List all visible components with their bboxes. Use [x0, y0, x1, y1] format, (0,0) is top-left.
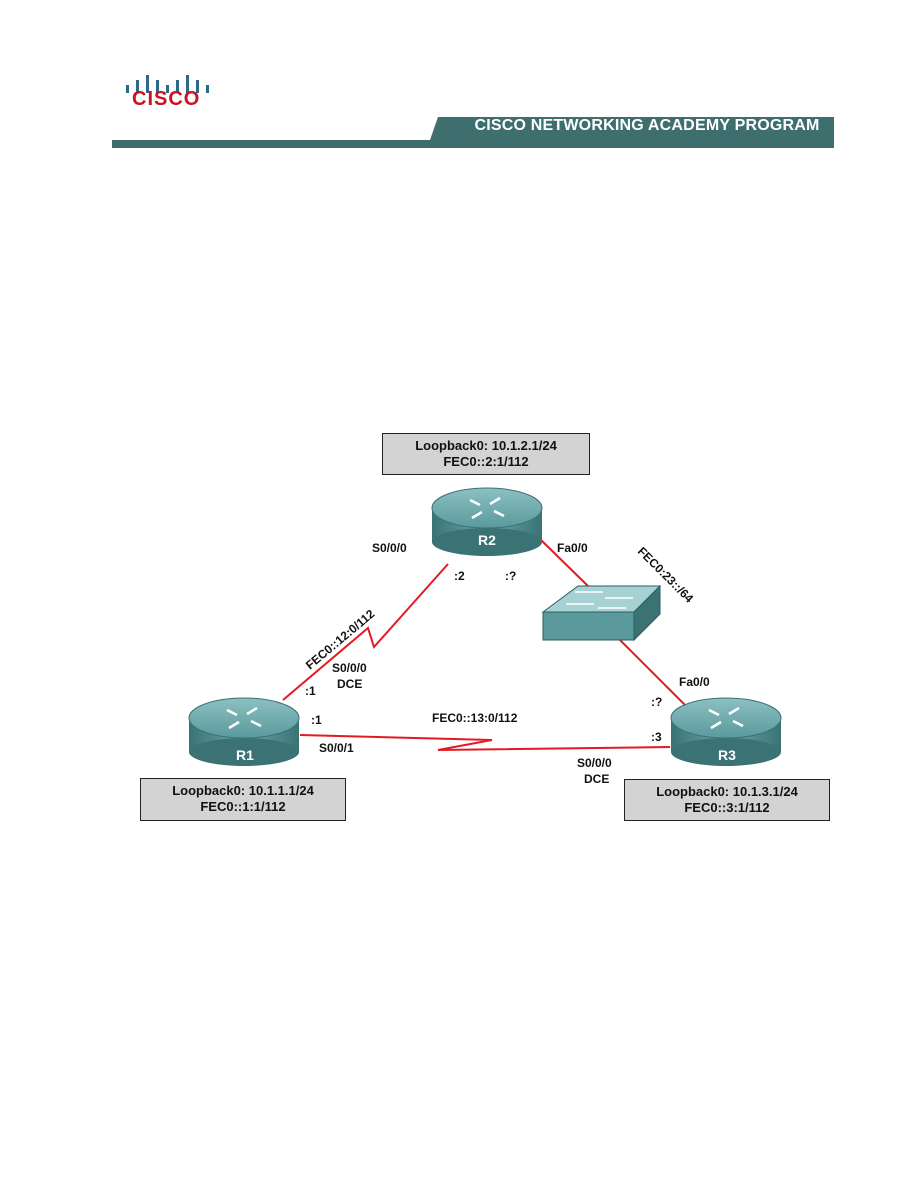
r2-fastethernet-interface-label: Fa0/0 — [557, 541, 588, 555]
r1-loopback-box: Loopback0: 10.1.1.1/24 FEC0::1:1/112 — [140, 778, 346, 821]
router-r3-name: R3 — [718, 747, 736, 763]
r3-serial-host-label: :3 — [651, 730, 662, 744]
header-bar — [112, 117, 834, 148]
r3-fastethernet-host-label: :? — [651, 695, 662, 709]
r3-loopback-ipv4: Loopback0: 10.1.3.1/24 — [656, 784, 798, 799]
router-r2-icon — [431, 487, 543, 556]
r2-loopback-ipv4: Loopback0: 10.1.2.1/24 — [415, 438, 557, 453]
r3-loopback-ipv6: FEC0::3:1/112 — [684, 800, 770, 815]
r1-serial1-interface-label: S0/0/1 — [319, 741, 354, 755]
link-switch-r3 — [617, 637, 689, 709]
router-r3-icon — [670, 697, 782, 766]
r2-serial-interface-label: S0/0/0 — [372, 541, 407, 555]
r1-serial0-dce-label: DCE — [337, 677, 362, 691]
r3-serial-dce-label: DCE — [584, 772, 609, 786]
link-r1-r3 — [299, 734, 671, 751]
cisco-logo-wordmark: CISCO — [132, 88, 201, 110]
r1-serial0-host-label: :1 — [305, 684, 316, 698]
r1-r3-network-label: FEC0::13:0/112 — [432, 711, 518, 725]
r2-loopback-box: Loopback0: 10.1.2.1/24 FEC0::2:1/112 — [382, 433, 590, 475]
r3-fastethernet-interface-label: Fa0/0 — [679, 675, 710, 689]
link-r2-switch — [540, 539, 591, 589]
switch-icon — [541, 584, 662, 642]
r1-serial0-interface-label: S0/0/0 — [332, 661, 367, 675]
r3-serial-interface-label: S0/0/0 — [577, 756, 612, 770]
router-r1-icon — [188, 697, 300, 766]
link-r1-r2 — [282, 563, 449, 701]
program-title: CISCO NETWORKING ACADEMY PROGRAM — [474, 117, 820, 134]
r3-loopback-box: Loopback0: 10.1.3.1/24 FEC0::3:1/112 — [624, 779, 830, 821]
r1-loopback-ipv4: Loopback0: 10.1.1.1/24 — [172, 783, 314, 798]
r2-serial-host-label: :2 — [454, 569, 465, 583]
router-r2-name: R2 — [478, 532, 496, 548]
r2-fastethernet-host-label: :? — [505, 569, 516, 583]
r1-serial1-host-label: :1 — [311, 713, 322, 727]
router-r1-name: R1 — [236, 747, 254, 763]
cisco-logo-bars-icon — [126, 75, 209, 93]
r1-loopback-ipv6: FEC0::1:1/112 — [200, 799, 286, 814]
r2-loopback-ipv6: FEC0::2:1/112 — [443, 454, 529, 469]
